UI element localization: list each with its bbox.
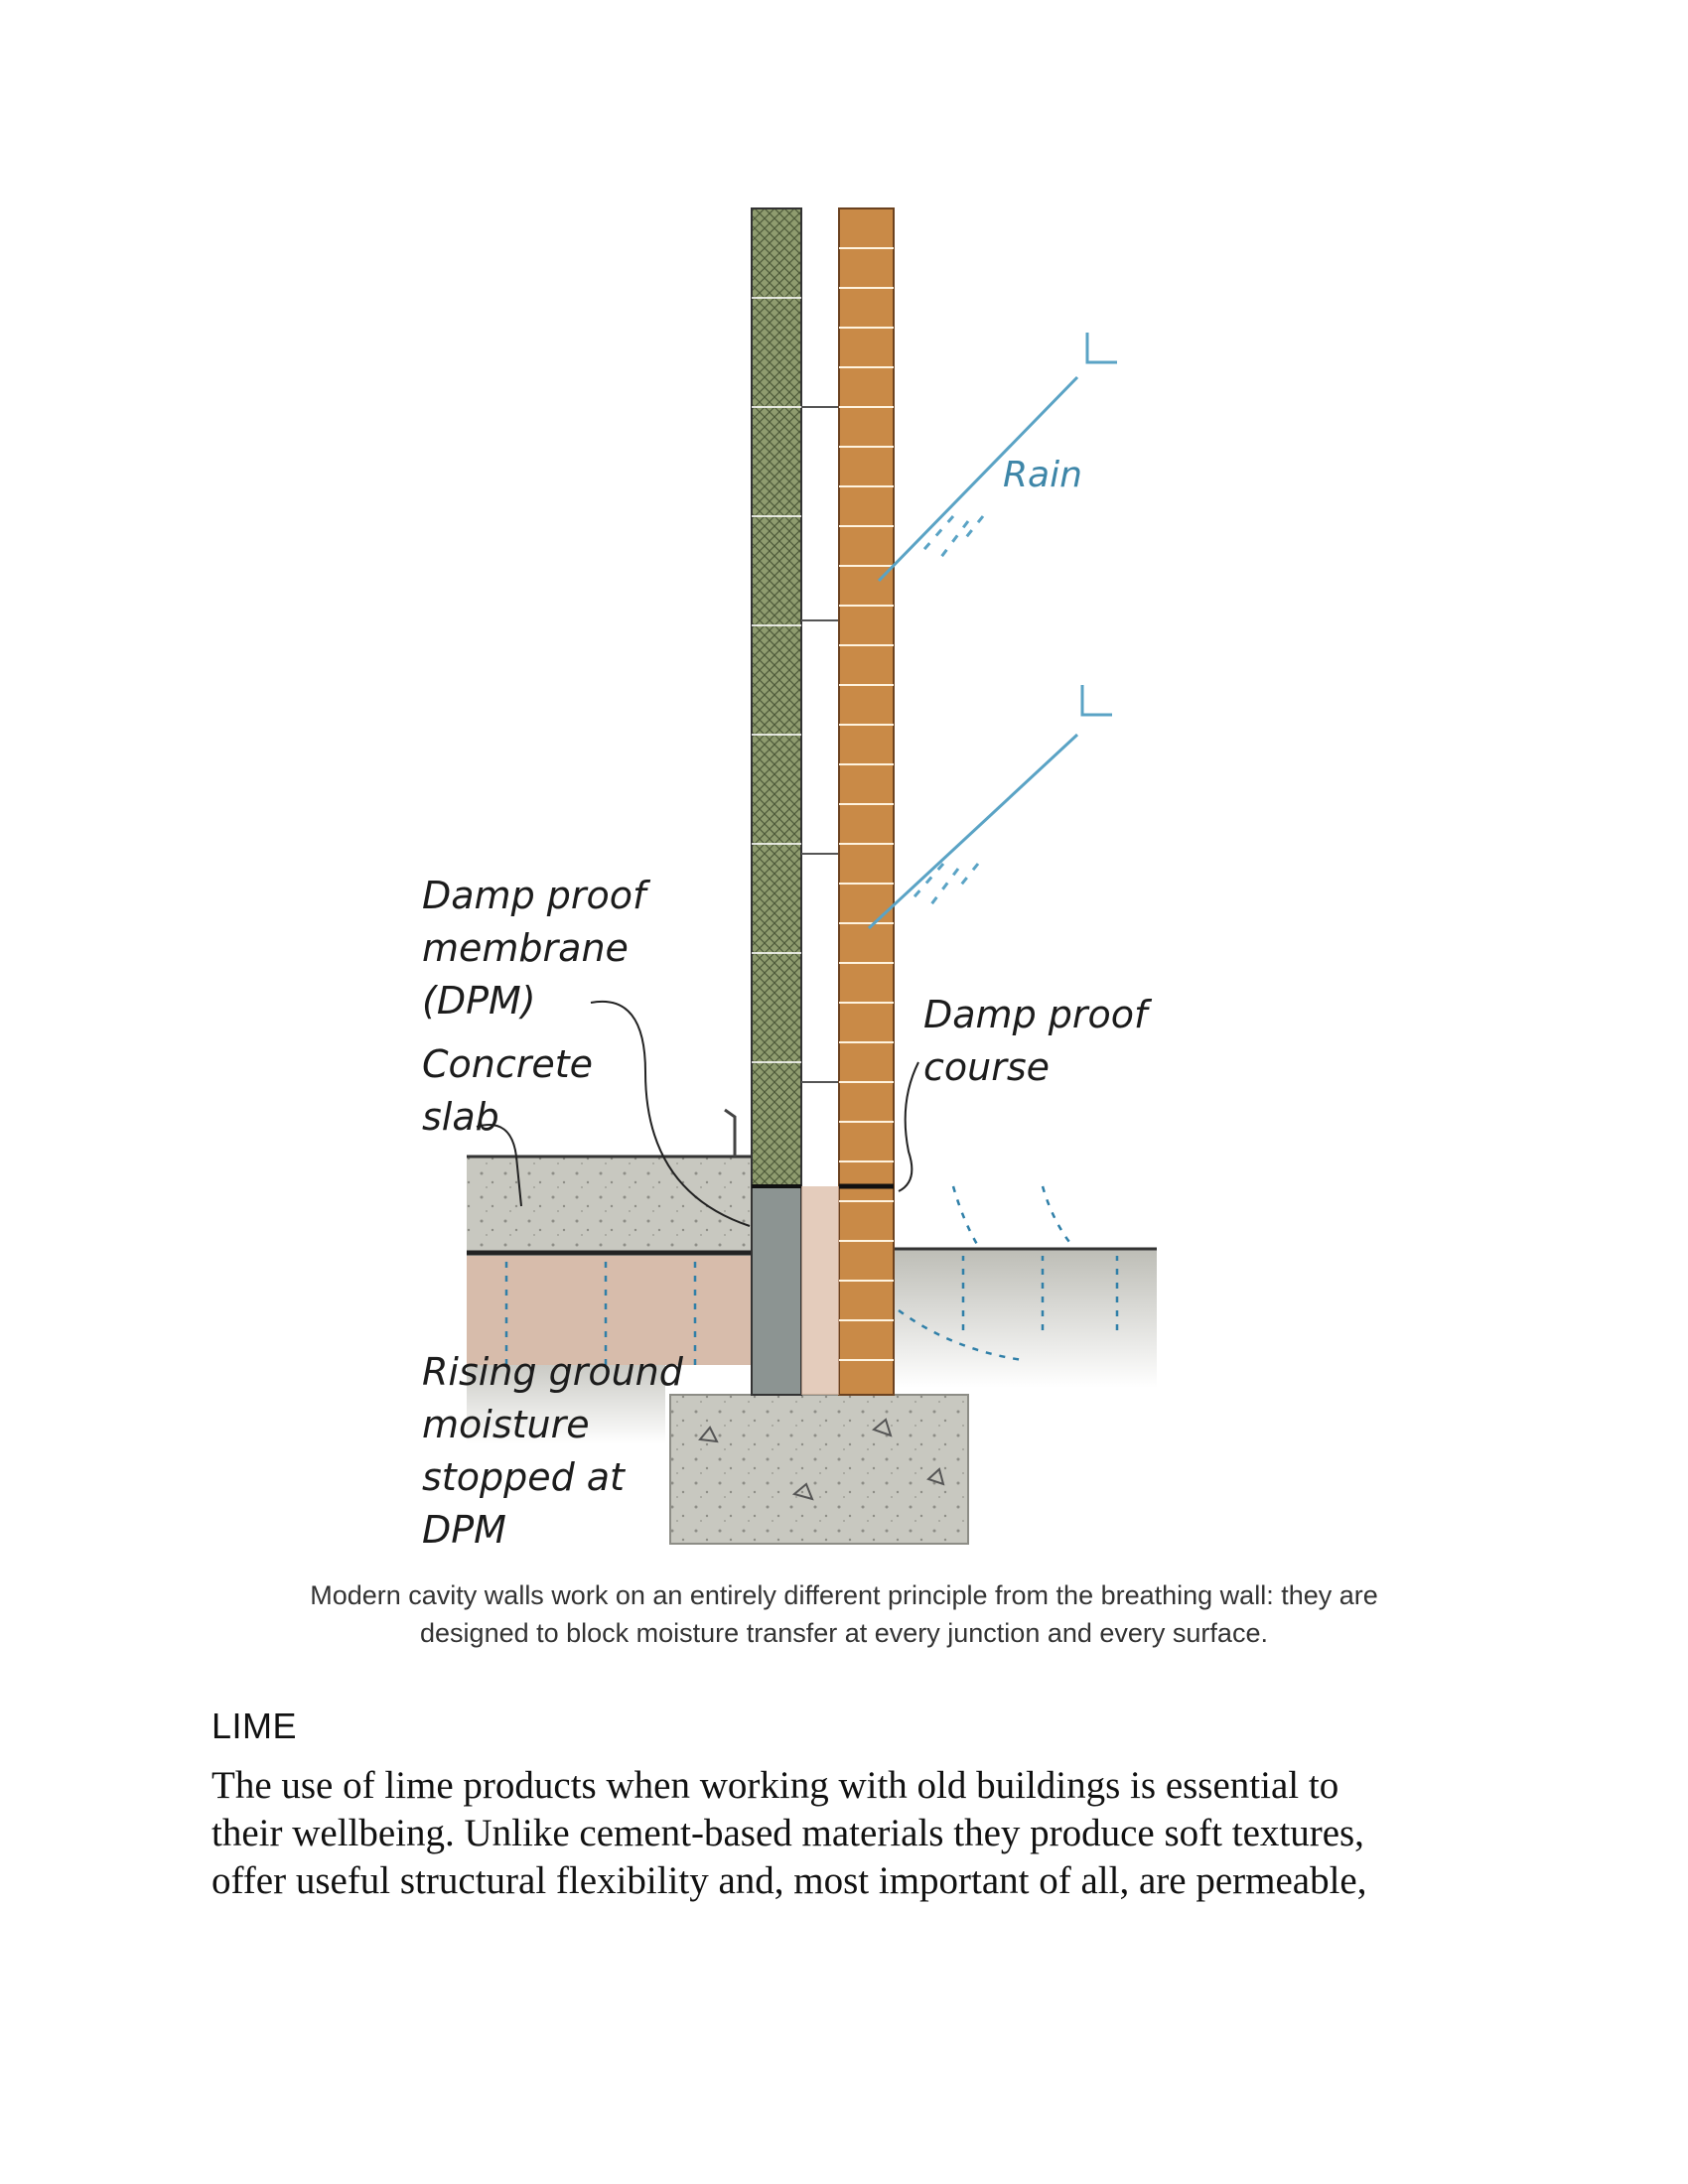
- dpc-label-line-2: course: [923, 1045, 1050, 1089]
- rising-label-line-4: DPM: [422, 1508, 506, 1549]
- rain-arrows: [869, 333, 1117, 928]
- wall-ties: [801, 407, 839, 1082]
- rising-label-line-3: stopped at: [422, 1455, 627, 1499]
- slab-label-line-2: slab: [422, 1095, 499, 1139]
- rain-label: Rain: [1003, 455, 1082, 495]
- dpm-label-line-2: membrane: [422, 926, 629, 970]
- body-line-1: The use of lime products when working wi…: [211, 1762, 1502, 1810]
- foundation: [670, 1395, 968, 1544]
- caption-line-1: Modern cavity walls work on an entirely …: [218, 1576, 1470, 1614]
- rising-label-line-2: moisture: [422, 1403, 590, 1446]
- body-line-2: their wellbeing. Unlike cement-based mat…: [211, 1810, 1502, 1857]
- section-heading: LIME: [211, 1706, 297, 1747]
- outer-brick-leaf: [839, 208, 894, 1395]
- cavity-fill: [801, 1186, 839, 1395]
- dpm-label-line-3: (DPM): [422, 979, 536, 1023]
- dpc-label-line-1: Damp proof: [923, 993, 1153, 1036]
- cavity-wall-illustration: Damp proof membrane (DPM) Concrete slab …: [0, 0, 1688, 1549]
- rising-label-line-1: Rising ground: [422, 1350, 684, 1394]
- dpm-label-line-1: Damp proof: [422, 874, 651, 917]
- slab-label-line-1: Concrete: [422, 1042, 593, 1086]
- caption-line-2: designed to block moisture transfer at e…: [218, 1614, 1470, 1652]
- figure-caption: Modern cavity walls work on an entirely …: [218, 1576, 1470, 1652]
- body-paragraph: The use of lime products when working wi…: [211, 1762, 1502, 1905]
- inner-block-leaf: [752, 208, 801, 1395]
- body-line-3: offer useful structural flexibility and,…: [211, 1857, 1502, 1905]
